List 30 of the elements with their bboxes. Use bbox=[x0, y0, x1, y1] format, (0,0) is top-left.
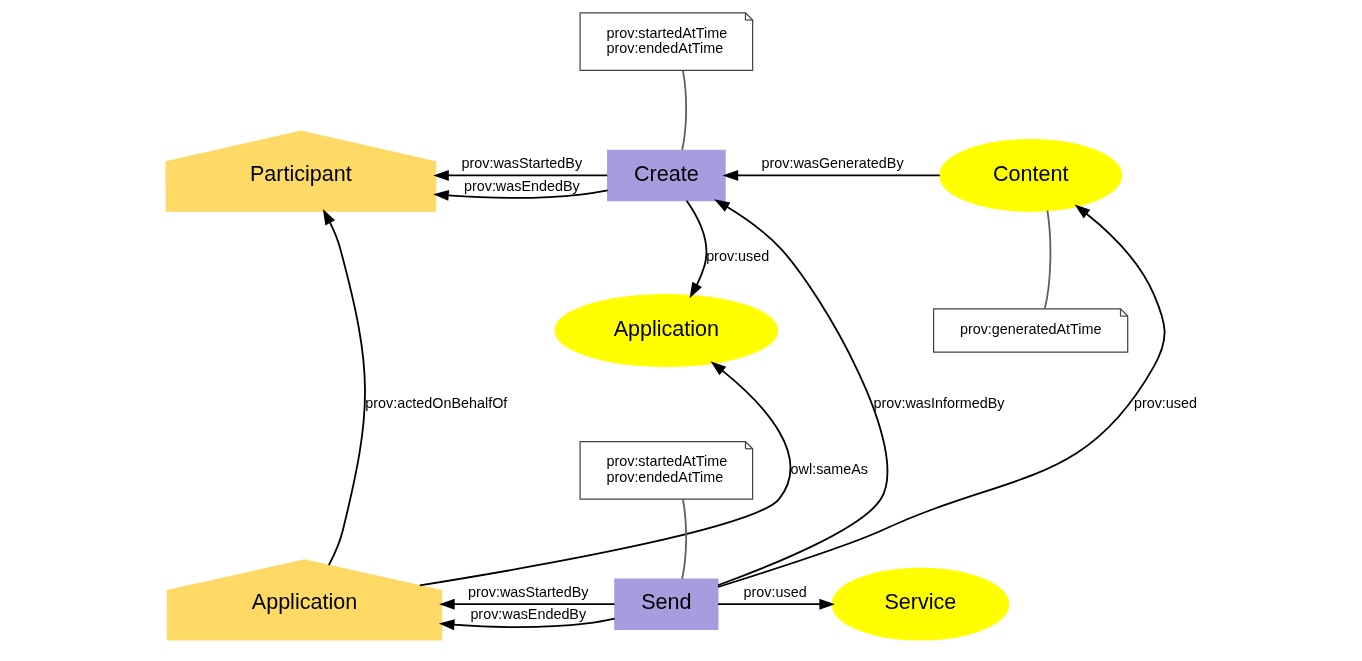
arrow bbox=[418, 361, 791, 587]
edge-label: prov:used bbox=[743, 583, 807, 600]
node-ellipse: Service bbox=[831, 567, 1009, 641]
edge-label: prov:actedOnBehalfOf bbox=[364, 394, 507, 411]
arrow bbox=[716, 598, 835, 610]
arrow bbox=[716, 204, 1165, 588]
node-ellipse: Content bbox=[938, 139, 1122, 212]
edge-label: prov:wasInformedBy bbox=[873, 394, 1004, 411]
arrow bbox=[713, 199, 888, 587]
edge-label: prov:used bbox=[705, 247, 769, 264]
arrow bbox=[685, 199, 707, 299]
node-ellipse: Application bbox=[554, 294, 778, 367]
node-box: Create bbox=[606, 149, 726, 202]
edge-label: prov:wasEndedBy bbox=[469, 606, 586, 623]
connector bbox=[1043, 209, 1051, 310]
connector bbox=[680, 69, 687, 151]
arrow bbox=[438, 617, 615, 631]
arrow bbox=[432, 169, 608, 181]
arrow bbox=[432, 189, 608, 201]
arrow bbox=[722, 169, 941, 181]
edge-label: prov:wasEndedBy bbox=[463, 177, 580, 194]
edge-label: prov:wasStartedBy bbox=[467, 583, 589, 600]
node-box: Send bbox=[613, 578, 718, 630]
connector bbox=[680, 498, 687, 580]
edge-label: prov:used bbox=[1133, 394, 1197, 411]
arrow bbox=[322, 209, 366, 567]
edge-label: prov:wasGeneratedBy bbox=[761, 154, 904, 171]
arrow bbox=[438, 598, 615, 610]
edge-label: prov:wasStartedBy bbox=[461, 154, 582, 171]
edge-label: owl:sameAs bbox=[790, 461, 868, 478]
